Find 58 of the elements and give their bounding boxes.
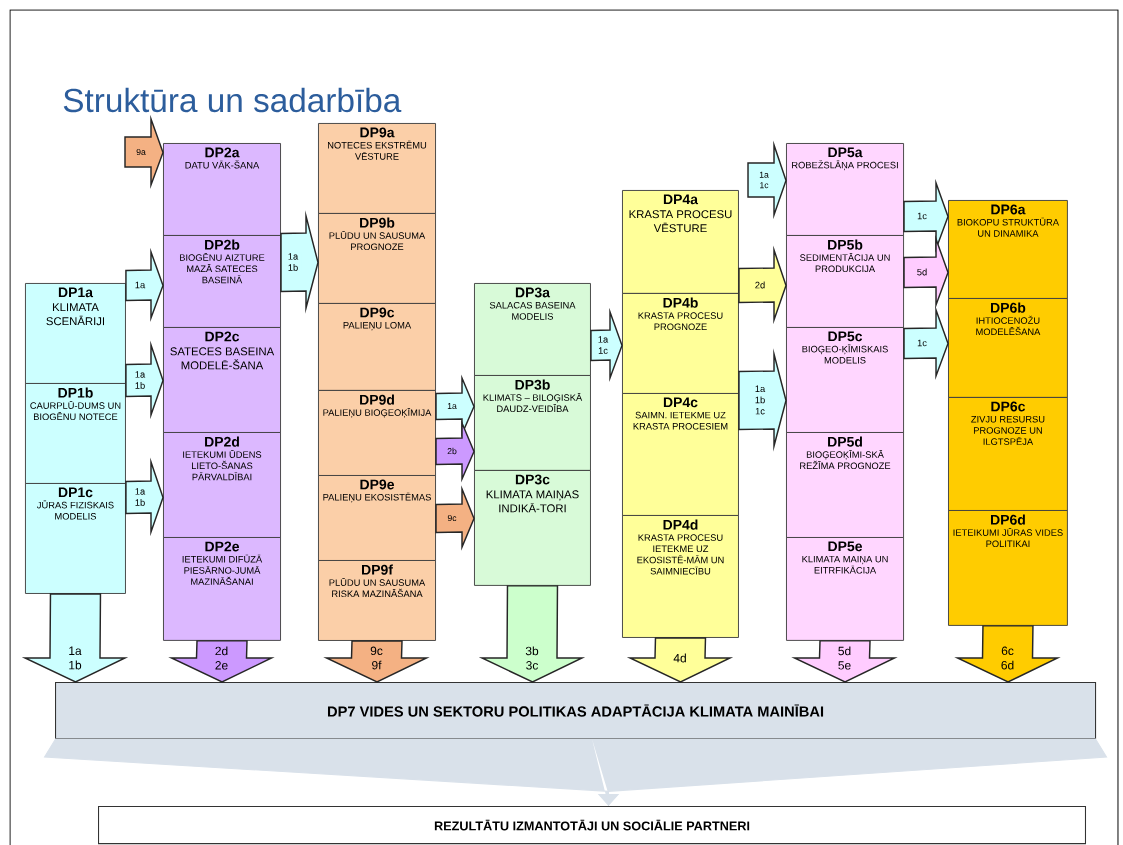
process-box: DP3b KLIMATS – BILOĢISKĀ DAUDZ-VEIDĪBA (474, 375, 591, 471)
process-box: DP1c JŪRAS FIZISKAIS MODELIS (25, 483, 126, 594)
process-box: DP6a BIOKOPU STRUKTŪRA UN DINAMIKA (948, 200, 1068, 299)
edge-label: 5d (913, 267, 931, 277)
process-box: DP5b SEDIMENTĀCIJA UN PRODUKCIJA (786, 235, 904, 328)
edge-label: 1a (444, 402, 460, 410)
slide-title: Struktūra un sadarbība (63, 87, 402, 113)
banner-box: DP7 VIDES UN SEKTORU POLITIKAS ADAPTĀCIJA KLIMATA MAINĪBAI (55, 682, 1097, 740)
process-box: DP3a SALACAS BASEINA MODELIS (474, 283, 591, 376)
process-box: DP9b PLŪDU UN SAUSUMA PROGNOZE (318, 213, 436, 304)
process-box: DP9e PALIEŅU EKOSISTĒMAS (318, 475, 436, 561)
block-arrow (478, 585, 586, 683)
edge-label: 2d (751, 280, 769, 290)
edge-label: 1a (131, 281, 149, 289)
edge-label: 6c 6d (997, 645, 1018, 671)
edge-label: 1a 1c (756, 171, 772, 189)
process-box: DP5d BIOĢEOĶĪMI-SKĀ REŽĪMA PROGNOZE (786, 432, 904, 538)
block-arrow (435, 419, 475, 483)
process-box: DP2c SATECES BASEINA MODELĒ-ŠANA (163, 327, 281, 433)
block-arrow (738, 245, 787, 325)
process-box: DP4d KRASTA PROCESU IETEKME UZ EKOSISTĒ-MĀM UN SAIMNIECĪBU (622, 515, 739, 638)
process-box: DP3c KLIMATA MAIŅAS INDIKĀ-TORI (474, 470, 591, 586)
process-box: DP6b IHTIOCENOŽU MODELĒŠANA (948, 298, 1068, 398)
edge-label: 4d (669, 652, 691, 664)
process-box: DP6d IETEIKUMI JŪRAS VIDES POLITIKAI (948, 510, 1068, 626)
edge-label: 9c 9f (366, 645, 387, 671)
edge-label: 1c (913, 212, 931, 220)
process-box: DP4a KRASTA PROCESU VĒSTURE (622, 190, 739, 294)
process-box: DP9d PALIEŅU BIOĢEOĶĪMIJA (318, 390, 436, 476)
process-box: DP9a NOTECES EKSTRĒMU VĒSTURE (318, 123, 436, 214)
process-box: DP2b BIOGĒNU AIZTURE MAZĀ SATECES BASEINĀ (163, 235, 281, 328)
block-arrow (21, 593, 129, 683)
block-arrow (903, 305, 949, 381)
block-arrow (626, 637, 734, 683)
process-box: DP5c BIOĢEO-ĶĪMISKAIS MODELIS (786, 327, 904, 433)
process-box: DP2a DATU VĀK-ŠANA (163, 143, 281, 236)
process-box: DP1b CAURPLŪ-DUMS UN BIOGĒNU NOTECE (25, 383, 126, 484)
block-arrow (124, 114, 164, 190)
process-box: DP5a ROBEŽSLĀŅA PROCESI (786, 143, 904, 236)
process-box: DP6c ZIVJU RESURSU PROGNOZE UN ILGTSPĒJA (948, 397, 1068, 511)
process-box: DP4c SAIMN. IETEKME UZ KRASTA PROCESIEM (622, 393, 739, 516)
edge-label: 5d 5e (834, 645, 855, 671)
process-box: DP1a KLIMATA SCENĀRIJI (25, 283, 126, 384)
result-box: REZULTĀTU IZMANTOTĀJI UN SOCIĀLIE PARTNERI (98, 806, 1087, 845)
edge-label: 1c (913, 339, 931, 347)
block-arrow (125, 247, 164, 323)
process-box: DP4b KRASTA PROCESU PROGNOZE (622, 293, 739, 394)
edge-label: 2d 2e (211, 645, 232, 671)
edge-label: 9c (444, 514, 460, 522)
edge-label: 2b (444, 447, 460, 455)
process-box: DP5e KLIMATA MAIŅA UN EITRFIKĀCIJA (786, 537, 904, 641)
process-box: DP2d IETEKUMI ŪDENS LIETO-ŠANAS PĀRVALDĪBAI (163, 432, 281, 538)
block-arrow (435, 485, 475, 551)
process-box: DP9c PALIEŅU LOMA (318, 303, 436, 391)
chevron-arrow (43, 738, 1108, 807)
process-box: DP2e IETEKUMI DIFŪZĀ PIESĀRNO-JUMĀ MAZINĀŠANAI (163, 537, 281, 641)
process-box: DP9f PLŪDU UN SAUSUMA RISKA MAZINĀŠANA (318, 560, 436, 641)
edge-label: 9a (133, 148, 149, 156)
